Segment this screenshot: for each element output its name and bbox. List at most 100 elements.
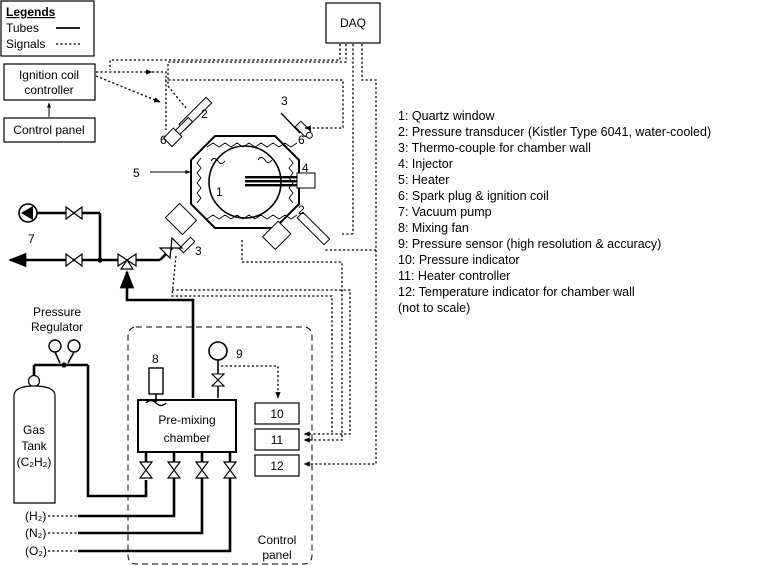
label-3-top: 3: [281, 94, 288, 108]
control-panel-label: Control panel: [13, 123, 84, 137]
label-11: 11: [271, 433, 284, 447]
valve-vacuum-top: [65, 205, 83, 221]
regulator-stem-right: [67, 351, 75, 364]
component-list-item: 10: Pressure indicator: [398, 253, 520, 267]
tank-valve-knob: [27, 374, 41, 388]
component-list-item: 1: Quartz window: [398, 109, 496, 123]
component-list-item: 9: Pressure sensor (high resolution & ac…: [398, 237, 661, 251]
valve-chamber-inlet: [158, 236, 184, 260]
valve-n2: [194, 461, 210, 479]
regulator-gauge-left: [48, 339, 62, 353]
legend-title: Legends: [6, 5, 56, 19]
injector: [245, 172, 316, 189]
inlet-valves: [48, 452, 238, 553]
mixing-fan-motor: [148, 367, 164, 395]
label-9: 9: [236, 347, 243, 361]
mixing-fan-blade: [145, 399, 167, 407]
heater-coil-left: [196, 157, 202, 204]
label-5: 5: [133, 166, 140, 180]
thermocouple-bottom: [178, 236, 196, 254]
o2-label: (O₂): [25, 544, 47, 558]
valve-o2: [222, 461, 238, 479]
label-7: 7: [28, 232, 35, 246]
label-6-right: 6: [298, 133, 305, 147]
control-panel-region-label-1: Control: [258, 533, 297, 547]
signal-thermocouple-to-11: [172, 289, 351, 437]
pressure-sensor-gauge: [208, 341, 228, 361]
gas-tank: [13, 385, 56, 504]
daq-label: DAQ: [340, 16, 366, 30]
signal-daq-to-ignition: [109, 44, 341, 70]
vacuum-line: [8, 203, 184, 270]
regulator-stem-left: [54, 351, 61, 364]
label-2-top: 2: [201, 107, 208, 121]
premixing-label-1: Pre-mixing: [158, 413, 215, 427]
pressure-regulator-label-2: Regulator: [31, 320, 83, 334]
daq-box: [325, 2, 381, 44]
h2-label: (H₂): [25, 509, 46, 523]
combustion-chamber: [162, 96, 331, 254]
n2-label: (N₂): [25, 526, 46, 540]
label-4: 4: [302, 161, 309, 175]
label-10: 10: [270, 407, 284, 421]
heater-coil-bottom: [206, 214, 298, 220]
heater-controller-box: [254, 428, 300, 451]
tank-to-mixing-tube: [86, 365, 148, 498]
tube-junction: [97, 257, 103, 263]
spark-plug-left: [162, 116, 194, 148]
port-lower-left: [164, 202, 198, 236]
component-list-item: 7: Vacuum pump: [398, 205, 492, 219]
signal-ignition-to-plug-right: [165, 79, 344, 131]
signal-sensor-to-10: [221, 365, 281, 399]
o2-tube: [78, 478, 232, 553]
label-8: 8: [152, 352, 159, 366]
control-panel-region-label-2: panel: [262, 548, 291, 562]
component-list-item: 3: Thermo-couple for chamber wall: [398, 141, 591, 155]
regulator-junction: [61, 362, 67, 368]
n2-tube: [78, 478, 204, 535]
control-panel-box: [3, 117, 96, 143]
label-3-bottom: 3: [195, 244, 202, 258]
valve-exhaust: [65, 252, 83, 268]
signal-to-12: [303, 250, 377, 467]
label-2-bottom: 2: [298, 203, 305, 217]
component-list-item: 11: Heater controller: [398, 269, 510, 283]
inner-fan-right: [257, 157, 273, 163]
pressure-regulator-label-1: Pressure: [33, 305, 81, 319]
gas-tank-label-1: Gas: [23, 423, 45, 437]
component-list-item: 4: Injector: [398, 157, 453, 171]
signal-ignition-to-plug-left: [152, 71, 167, 130]
component-list-item: 6: Spark plug & ignition coil: [398, 189, 549, 203]
valve-c2h2: [138, 461, 154, 479]
pressure-transducer-bottom: [296, 211, 331, 246]
temperature-indicator-box: [254, 454, 300, 477]
ignition-coil-controller-label-1: Ignition coil: [19, 68, 79, 82]
component-list-item: 8: Mixing fan: [398, 221, 469, 235]
signal-ignition-diagonal: [95, 75, 161, 103]
legend-signals-label: Signals: [6, 37, 45, 51]
pressure-indicator-box: [254, 402, 300, 425]
component-list-item: (not to scale): [398, 301, 470, 315]
component-list-item: 2: Pressure transducer (Kistler Type 604…: [398, 125, 711, 139]
h2-tube: [78, 478, 176, 518]
regulator-gauge-right: [67, 339, 81, 353]
legend: Legends Tubes Signals: [0, 0, 95, 57]
premix-to-valve-tube: [119, 270, 195, 398]
vacuum-pump-triangle: [21, 206, 33, 220]
gas-tank-label-2: Tank: [21, 439, 47, 453]
gas-tank-label-3: (C₂H₂): [17, 455, 52, 469]
label-6-left: 6: [160, 133, 167, 147]
signal-thermocouple-loop: [171, 255, 333, 434]
port-lower-right: [261, 220, 292, 251]
premixing-chamber-box: [137, 399, 237, 453]
signal-daq-right-2: [324, 44, 377, 251]
component-list: 1: Quartz window 2: Pressure transducer …: [398, 109, 711, 315]
valve-h2: [166, 461, 182, 479]
gas-supply: Pressure Regulator Gas Tank (C₂H₂): [13, 305, 148, 504]
legend-tubes-label: Tubes: [6, 21, 39, 35]
label-12: 12: [270, 459, 284, 473]
inner-fan-left: [210, 158, 226, 164]
control-panel-region: [127, 326, 313, 565]
label-1: 1: [216, 185, 223, 199]
